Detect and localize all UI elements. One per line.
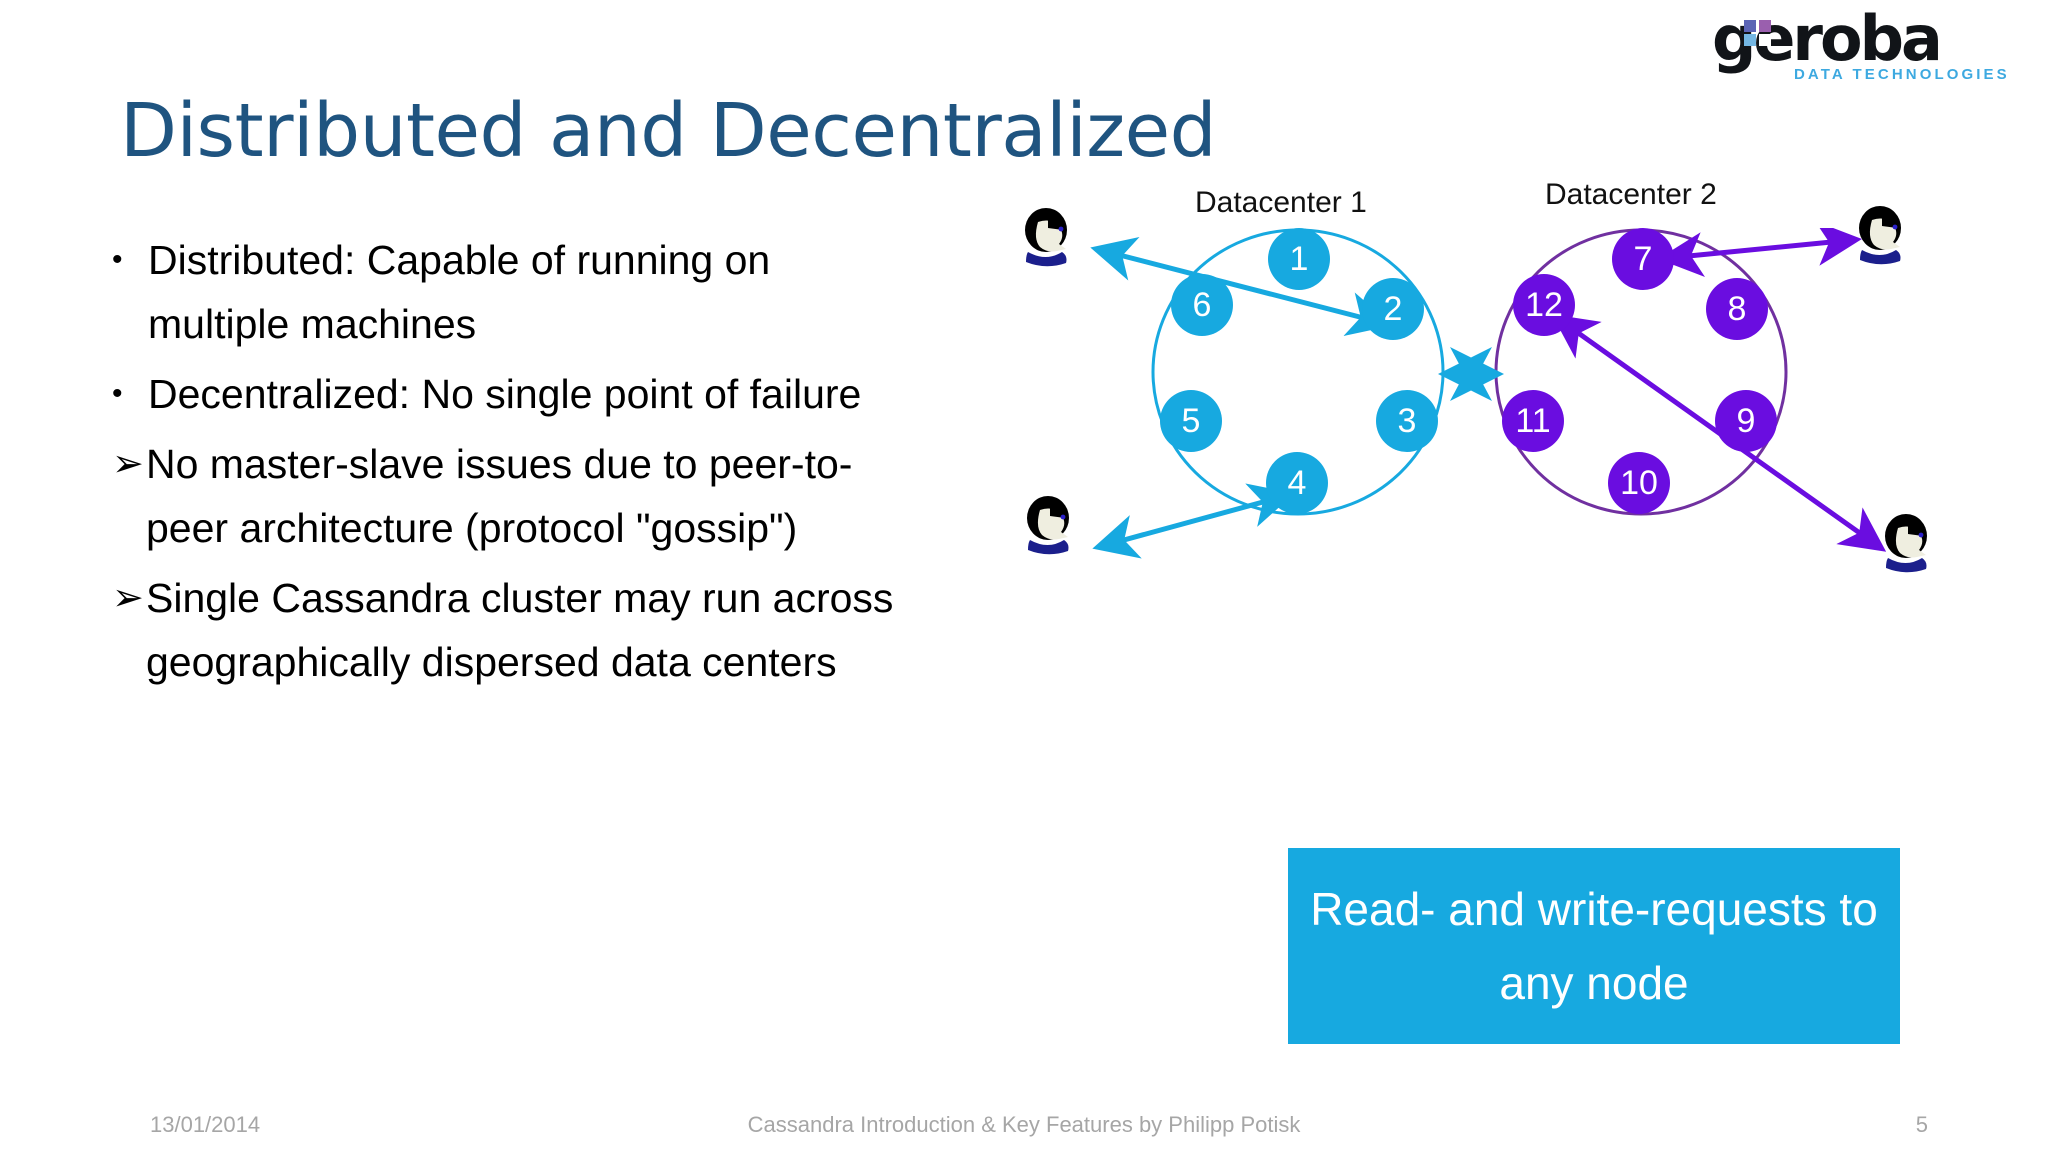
footer-page-number: 5: [1915, 1112, 1928, 1137]
logo-subtitle: DATA TECHNOLOGIES: [1794, 66, 2010, 83]
node-9[interactable]: 9: [1715, 390, 1777, 452]
node-3[interactable]: 3: [1376, 390, 1438, 452]
client-arrow-top-left: [1090, 236, 1393, 337]
node-7[interactable]: 7: [1612, 228, 1674, 290]
bullet-marker-arrow-icon: ➢: [112, 443, 144, 485]
brand-logo: geroba DATA TECHNOLOGIES: [1712, 8, 2012, 86]
node-label: 7: [1633, 239, 1653, 278]
slide-title: Distributed and Decentralized: [120, 88, 1217, 174]
datacenter-1-label: Datacenter 1: [1195, 186, 1367, 219]
logo-square-4: [1759, 34, 1771, 46]
node-label: 12: [1525, 285, 1563, 324]
node-12[interactable]: 12: [1513, 274, 1575, 336]
client-person-icon-bottom-left: [1027, 496, 1069, 555]
node-8[interactable]: 8: [1706, 278, 1768, 340]
node-10[interactable]: 10: [1608, 452, 1670, 514]
node-label: 3: [1397, 401, 1417, 440]
bullet-item-3: ➢ No master-slave issues due to peer-to-…: [112, 432, 902, 560]
node-11[interactable]: 11: [1502, 390, 1564, 452]
node-label: 10: [1620, 463, 1658, 502]
node-2[interactable]: 2: [1362, 278, 1424, 340]
node-label: 4: [1287, 463, 1307, 502]
client-person-icon-top-right: [1859, 206, 1901, 265]
node-6[interactable]: 6: [1171, 274, 1233, 336]
node-label: 1: [1289, 239, 1309, 278]
node-label: 8: [1727, 289, 1747, 328]
node-1[interactable]: 1: [1268, 228, 1330, 290]
client-person-icon-top-left: [1025, 208, 1067, 267]
logo-square-1: [1744, 20, 1756, 32]
client-arrow-bottom-left: [1092, 483, 1295, 559]
logo-square-3: [1744, 34, 1756, 46]
bullet-text: Decentralized: No single point of failur…: [148, 371, 862, 417]
logo-square-2: [1759, 20, 1771, 32]
client-arrow-top-right: [1658, 228, 1862, 277]
bullet-text: Single Cassandra cluster may run across …: [146, 575, 894, 685]
node-label: 5: [1181, 401, 1201, 440]
node-4[interactable]: 4: [1266, 452, 1328, 514]
footer-date: 13/01/2014: [150, 1112, 261, 1137]
node-label: 11: [1515, 401, 1551, 440]
node-label: 2: [1383, 289, 1403, 328]
bullet-list: • Distributed: Capable of running on mul…: [112, 228, 902, 700]
callout-box: Read- and write-requests to any node: [1288, 848, 1900, 1044]
datacenter-ring-diagram: Datacenter 1 Datacenter 2: [1025, 178, 2048, 788]
bullet-marker-dot: •: [112, 377, 123, 410]
bullet-text: No master-slave issues due to peer-to-pe…: [146, 441, 853, 551]
node-label: 6: [1192, 285, 1212, 324]
bullet-text: Distributed: Capable of running on multi…: [148, 237, 771, 347]
bullet-marker-arrow-icon: ➢: [112, 577, 144, 619]
footer-title: Cassandra Introduction & Key Features by…: [747, 1112, 1301, 1137]
bullet-item-4: ➢ Single Cassandra cluster may run acros…: [112, 566, 902, 694]
datacenter-2-label: Datacenter 2: [1545, 178, 1717, 211]
client-person-icon-bottom-right: [1885, 514, 1927, 573]
node-5[interactable]: 5: [1160, 390, 1222, 452]
node-label: 9: [1736, 401, 1756, 440]
bullet-item-2: • Decentralized: No single point of fail…: [112, 362, 902, 426]
callout-text: Read- and write-requests to any node: [1310, 883, 1878, 1009]
bullet-marker-dot: •: [112, 243, 123, 276]
bullet-item-1: • Distributed: Capable of running on mul…: [112, 228, 902, 356]
